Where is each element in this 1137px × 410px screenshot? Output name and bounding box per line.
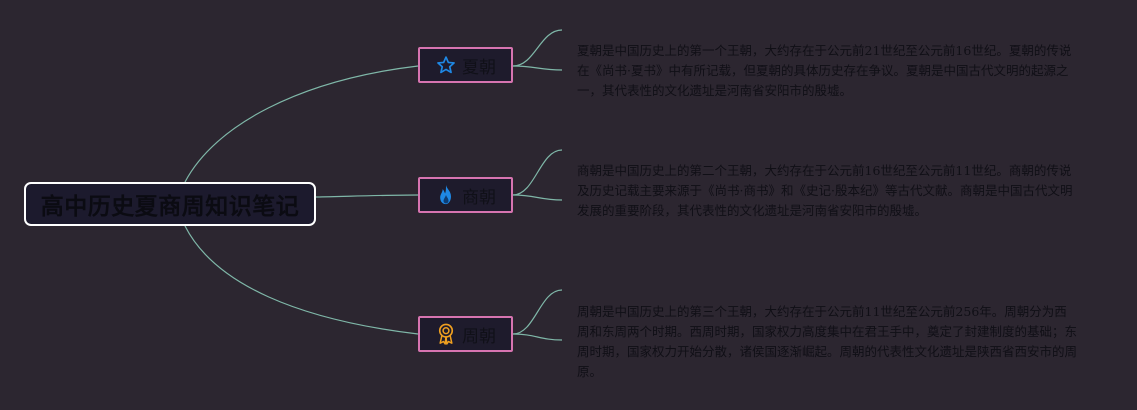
branch-xia[interactable]: 夏朝 bbox=[418, 47, 513, 83]
connector-zhou-note-tail bbox=[512, 333, 563, 341]
connector-shang-note-tail bbox=[512, 194, 563, 201]
root-topic[interactable]: 高中历史夏商周知识笔记 bbox=[24, 182, 316, 226]
note-xia-text: 夏朝是中国历史上的第一个王朝，大约存在于公元前21世纪至公元前16世纪。夏朝的传… bbox=[577, 43, 1072, 98]
root-topic-title: 高中历史夏商周知识笔记 bbox=[40, 194, 300, 220]
connector-shang-note bbox=[512, 149, 563, 196]
branch-zhou-label: 周朝 bbox=[462, 326, 496, 347]
star-icon bbox=[435, 54, 457, 76]
note-xia[interactable]: 夏朝是中国历史上的第一个王朝，大约存在于公元前21世纪至公元前16世纪。夏朝的传… bbox=[577, 41, 1079, 101]
connector-root-xia bbox=[184, 65, 419, 183]
connector-root-shang bbox=[315, 194, 419, 198]
branch-shang-label: 商朝 bbox=[462, 187, 496, 208]
note-shang[interactable]: 商朝是中国历史上的第二个王朝，大约存在于公元前16世纪至公元前11世纪。商朝的传… bbox=[577, 161, 1079, 221]
note-zhou[interactable]: 周朝是中国历史上的第三个王朝，大约存在于公元前11世纪至公元前256年。周朝分为… bbox=[577, 302, 1079, 382]
note-zhou-text: 周朝是中国历史上的第三个王朝，大约存在于公元前11世纪至公元前256年。周朝分为… bbox=[577, 304, 1078, 379]
note-shang-text: 商朝是中国历史上的第二个王朝，大约存在于公元前16世纪至公元前11世纪。商朝的传… bbox=[577, 163, 1073, 218]
branch-shang[interactable]: 商朝 bbox=[418, 177, 513, 213]
branch-xia-label: 夏朝 bbox=[462, 57, 496, 78]
connector-xia-note bbox=[512, 29, 563, 67]
flame-icon bbox=[435, 184, 457, 206]
connector-zhou-note bbox=[512, 289, 563, 335]
award-ribbon-icon bbox=[435, 323, 457, 345]
branch-zhou[interactable]: 周朝 bbox=[418, 316, 513, 352]
connector-xia-note-tail bbox=[512, 65, 563, 71]
connector-root-zhou bbox=[184, 225, 419, 335]
